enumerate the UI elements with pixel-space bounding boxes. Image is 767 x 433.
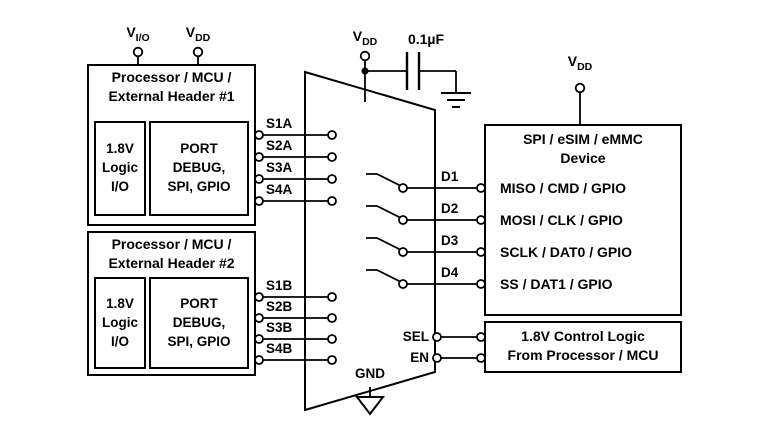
header1-logic-box <box>94 121 146 216</box>
device-title: SPI / eSIM / eMMC Device <box>523 131 643 166</box>
header1-logic-text: 1.8V Logic I/O <box>102 141 138 194</box>
signal-label-s4b: S4B <box>266 341 293 356</box>
terminal-circles <box>132 46 586 365</box>
capacitor-label: 0.1µF <box>407 31 445 47</box>
device-pin-ss: SS / DAT1 / GPIO <box>500 276 613 292</box>
vdd-label-device: VDD <box>567 53 593 73</box>
device-pin-mosi: MOSI / CLK / GPIO <box>500 212 623 228</box>
boxes <box>87 64 682 412</box>
header1-port-text: PORT DEBUG, SPI, GPIO <box>167 141 231 194</box>
signal-label-s2a: S2A <box>266 138 293 153</box>
signal-label-s1a: S1A <box>266 116 293 131</box>
signal-label-d3: D3 <box>441 233 459 248</box>
control-box <box>484 321 682 373</box>
signal-label-s4a: S4A <box>266 182 293 197</box>
header2-port-box <box>149 277 249 369</box>
signal-label-s3a: S3A <box>266 160 293 175</box>
gnd-triangle-icon <box>354 396 386 416</box>
vdd-label-mux: VDD <box>352 28 378 48</box>
header1-title: Processor / MCU / External Header #1 <box>108 69 235 104</box>
signal-label-s2b: S2B <box>266 299 293 314</box>
header2-logic-box <box>94 277 146 369</box>
gnd-label: GND <box>355 366 385 381</box>
device-pin-miso: MISO / CMD / GPIO <box>500 180 627 196</box>
signal-label-d1: D1 <box>441 169 459 184</box>
header1-box <box>87 64 256 226</box>
control-logic-text: 1.8V Control Logic From Processor / MCU <box>507 328 659 363</box>
sel-label: SEL <box>402 329 429 344</box>
header2-port-text: PORT DEBUG, SPI, GPIO <box>167 296 231 349</box>
signal-label-s1b: S1B <box>266 278 293 293</box>
vdd-label-header1: VDD <box>185 24 211 44</box>
vio-label: VI/O <box>126 24 150 44</box>
switch-blades <box>366 173 402 283</box>
signal-label-d2: D2 <box>441 201 459 216</box>
header2-title: Processor / MCU / External Header #2 <box>108 236 235 271</box>
header2-logic-text: 1.8V Logic I/O <box>102 296 138 349</box>
en-label: EN <box>410 350 429 365</box>
earth-ground-icon <box>441 92 471 108</box>
header1-port-box <box>149 121 249 216</box>
device-pin-sclk: SCLK / DAT0 / GPIO <box>500 244 632 260</box>
header2-box <box>87 231 256 376</box>
vio-terminal <box>132 46 144 58</box>
junction-dot <box>361 67 369 75</box>
signal-label-d4: D4 <box>441 265 459 280</box>
vdd-terminal-device <box>574 82 586 94</box>
signal-label-s3b: S3B <box>266 320 293 335</box>
capacitor-icon <box>405 52 421 90</box>
vdd-terminal-mux <box>359 50 371 62</box>
vdd-terminal-header1 <box>192 46 204 58</box>
